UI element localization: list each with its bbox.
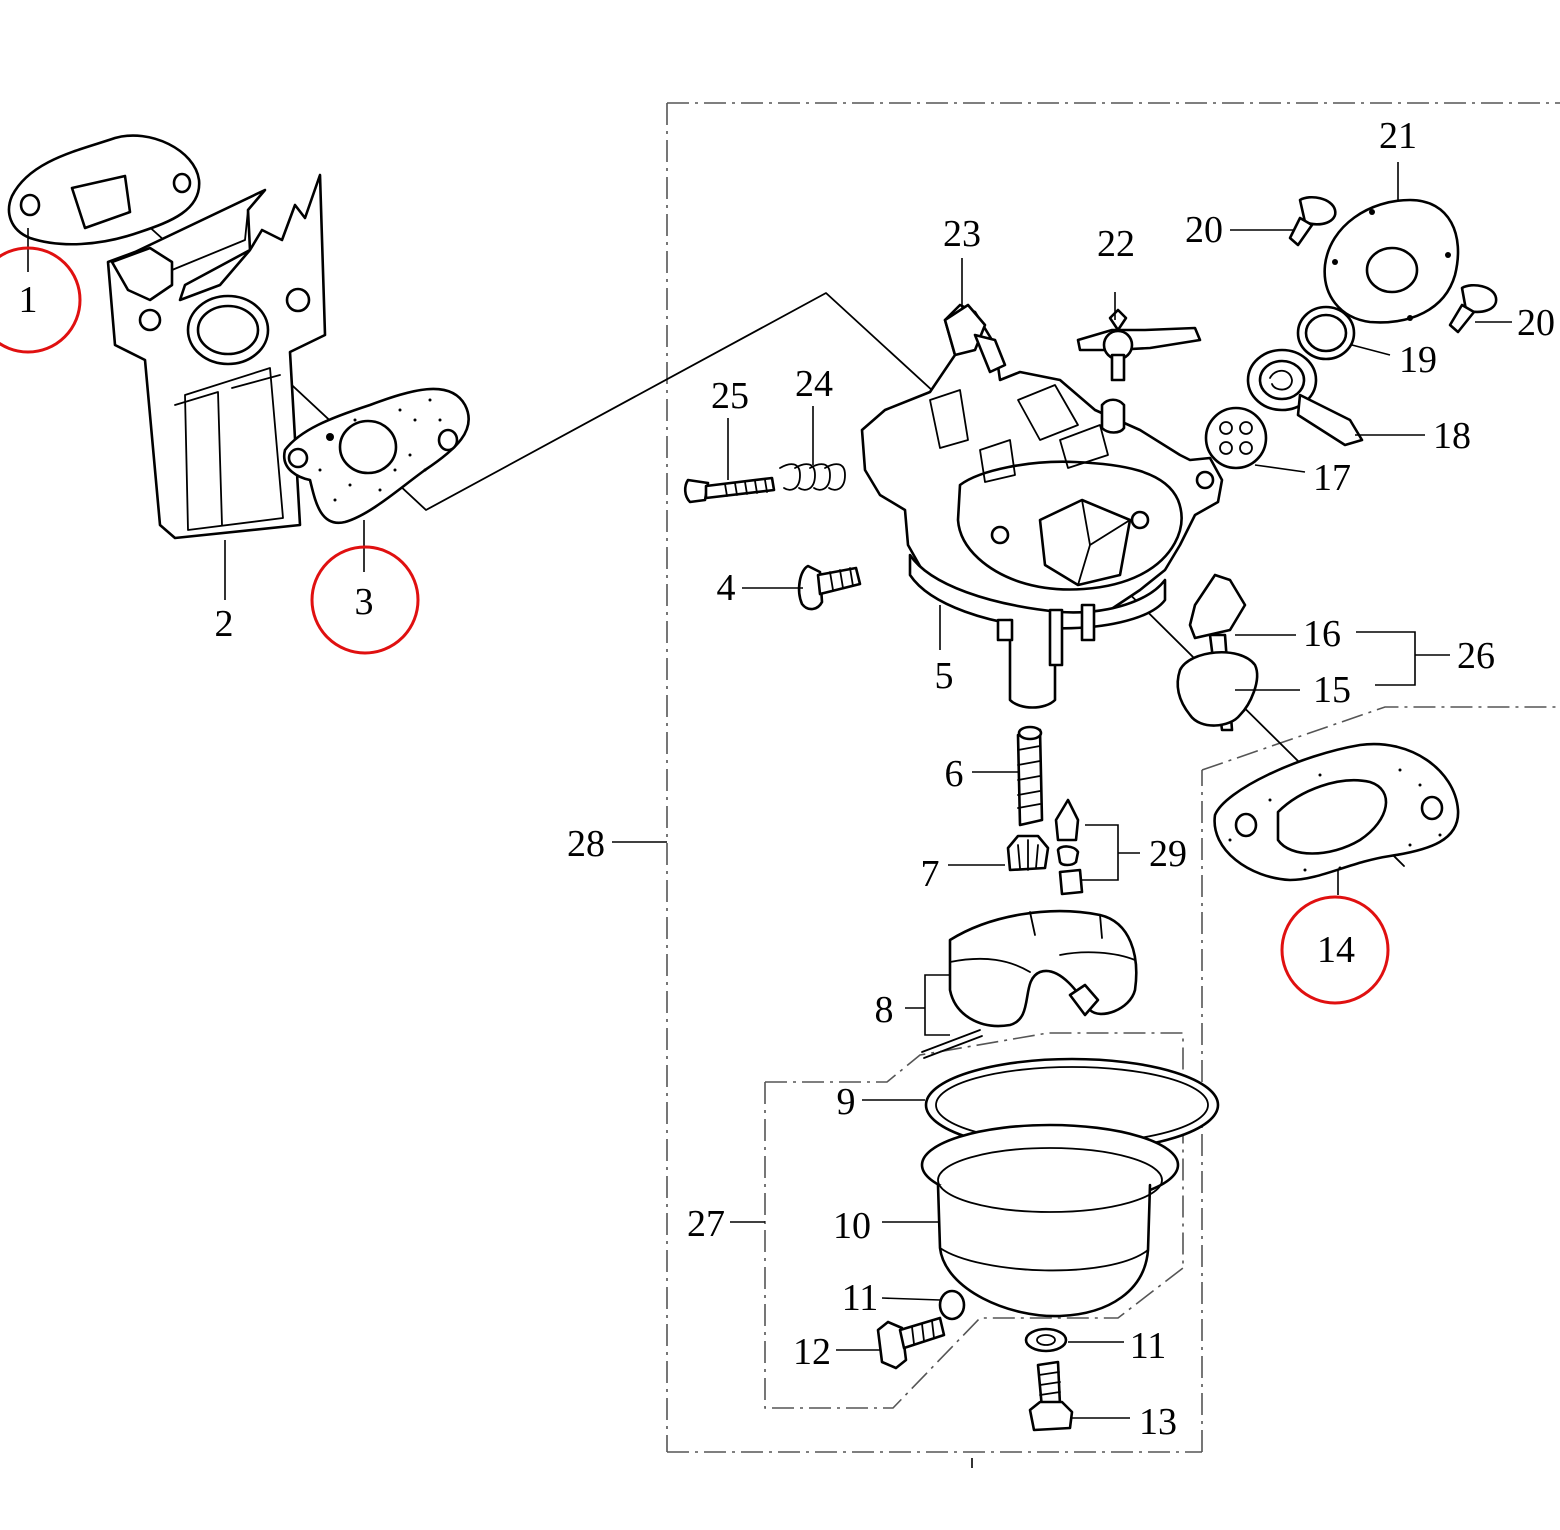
part-number-13: 13 — [1139, 1401, 1177, 1443]
gasket-part-1 — [7, 134, 201, 246]
nut-part-7 — [1006, 834, 1050, 872]
gasket-part-14 — [1213, 742, 1460, 882]
part-number-18: 18 — [1433, 415, 1471, 457]
part-number-20-top: 20 — [1185, 209, 1223, 251]
part-number-26: 26 — [1457, 635, 1495, 677]
choke-shaft-part-22 — [1076, 308, 1202, 382]
screw-part-4 — [797, 564, 862, 611]
part-number-23: 23 — [943, 213, 981, 255]
part-number-12: 12 — [793, 1331, 831, 1373]
highlight-circle-part-14 — [1280, 895, 1390, 1005]
gasket-part-15 — [1176, 651, 1259, 727]
filter-part-17 — [1204, 406, 1268, 470]
bolt-part-13 — [1028, 1360, 1074, 1432]
part-number-7: 7 — [921, 853, 940, 895]
part-number-1: 1 — [19, 279, 38, 321]
part-number-4: 4 — [717, 567, 736, 609]
part-number-19: 19 — [1399, 339, 1437, 381]
part-number-9: 9 — [837, 1081, 856, 1123]
bolt-part-12 — [876, 1316, 946, 1370]
part-number-14: 14 — [1317, 929, 1355, 971]
part-number-22: 22 — [1097, 223, 1135, 265]
screw-part-20-top — [1288, 196, 1337, 247]
part-number-20-right: 20 — [1517, 302, 1555, 344]
insulator-part-2 — [106, 173, 327, 540]
assembly-boundary-28 — [666, 102, 1560, 1453]
part-number-24: 24 — [795, 363, 833, 405]
highlight-circle-part-3 — [310, 545, 420, 655]
jet-part-6 — [1016, 725, 1044, 827]
part-number-29: 29 — [1149, 833, 1187, 875]
part-number-16: 16 — [1303, 613, 1341, 655]
highlight-circles — [0, 246, 1390, 1005]
part-number-25: 25 — [711, 375, 749, 417]
ring-part-19 — [1296, 305, 1356, 361]
washer-part-11-left — [938, 1289, 966, 1321]
spring-part-24 — [779, 463, 846, 491]
float-bowl-part-10 — [920, 1123, 1180, 1318]
needle-part-29 — [1054, 798, 1084, 896]
float-part-8 — [921, 909, 1138, 1059]
gasket-part-3 — [282, 387, 471, 525]
carburetor-body-part-5 — [860, 303, 1224, 709]
part-number-17: 17 — [1313, 457, 1351, 499]
part-number-28: 28 — [567, 823, 605, 865]
part-number-15: 15 — [1313, 669, 1351, 711]
leader-lines — [27, 162, 1512, 1419]
screw-part-25 — [683, 476, 776, 504]
part-number-labels: 1 2 3 4 5 6 7 8 9 10 11 11 12 13 14 15 1… — [19, 115, 1556, 1443]
part-number-5: 5 — [935, 655, 954, 697]
part-number-2: 2 — [215, 603, 234, 645]
highlight-circle-part-1 — [0, 246, 82, 354]
plate-part-21 — [1323, 198, 1460, 324]
washer-part-11-right — [1024, 1327, 1068, 1353]
screw-part-20-right — [1448, 284, 1498, 334]
part-number-6: 6 — [945, 753, 964, 795]
part-number-21: 21 — [1379, 115, 1417, 157]
part-number-11-left: 11 — [842, 1277, 879, 1319]
part-number-3: 3 — [355, 581, 374, 623]
diaphragm-part-18 — [1246, 348, 1364, 447]
part-number-8: 8 — [875, 989, 894, 1031]
part-number-10: 10 — [833, 1205, 871, 1247]
part-number-27: 27 — [687, 1203, 725, 1245]
part-number-11-right: 11 — [1130, 1325, 1167, 1367]
assembly-boundary-27 — [764, 1032, 1184, 1409]
